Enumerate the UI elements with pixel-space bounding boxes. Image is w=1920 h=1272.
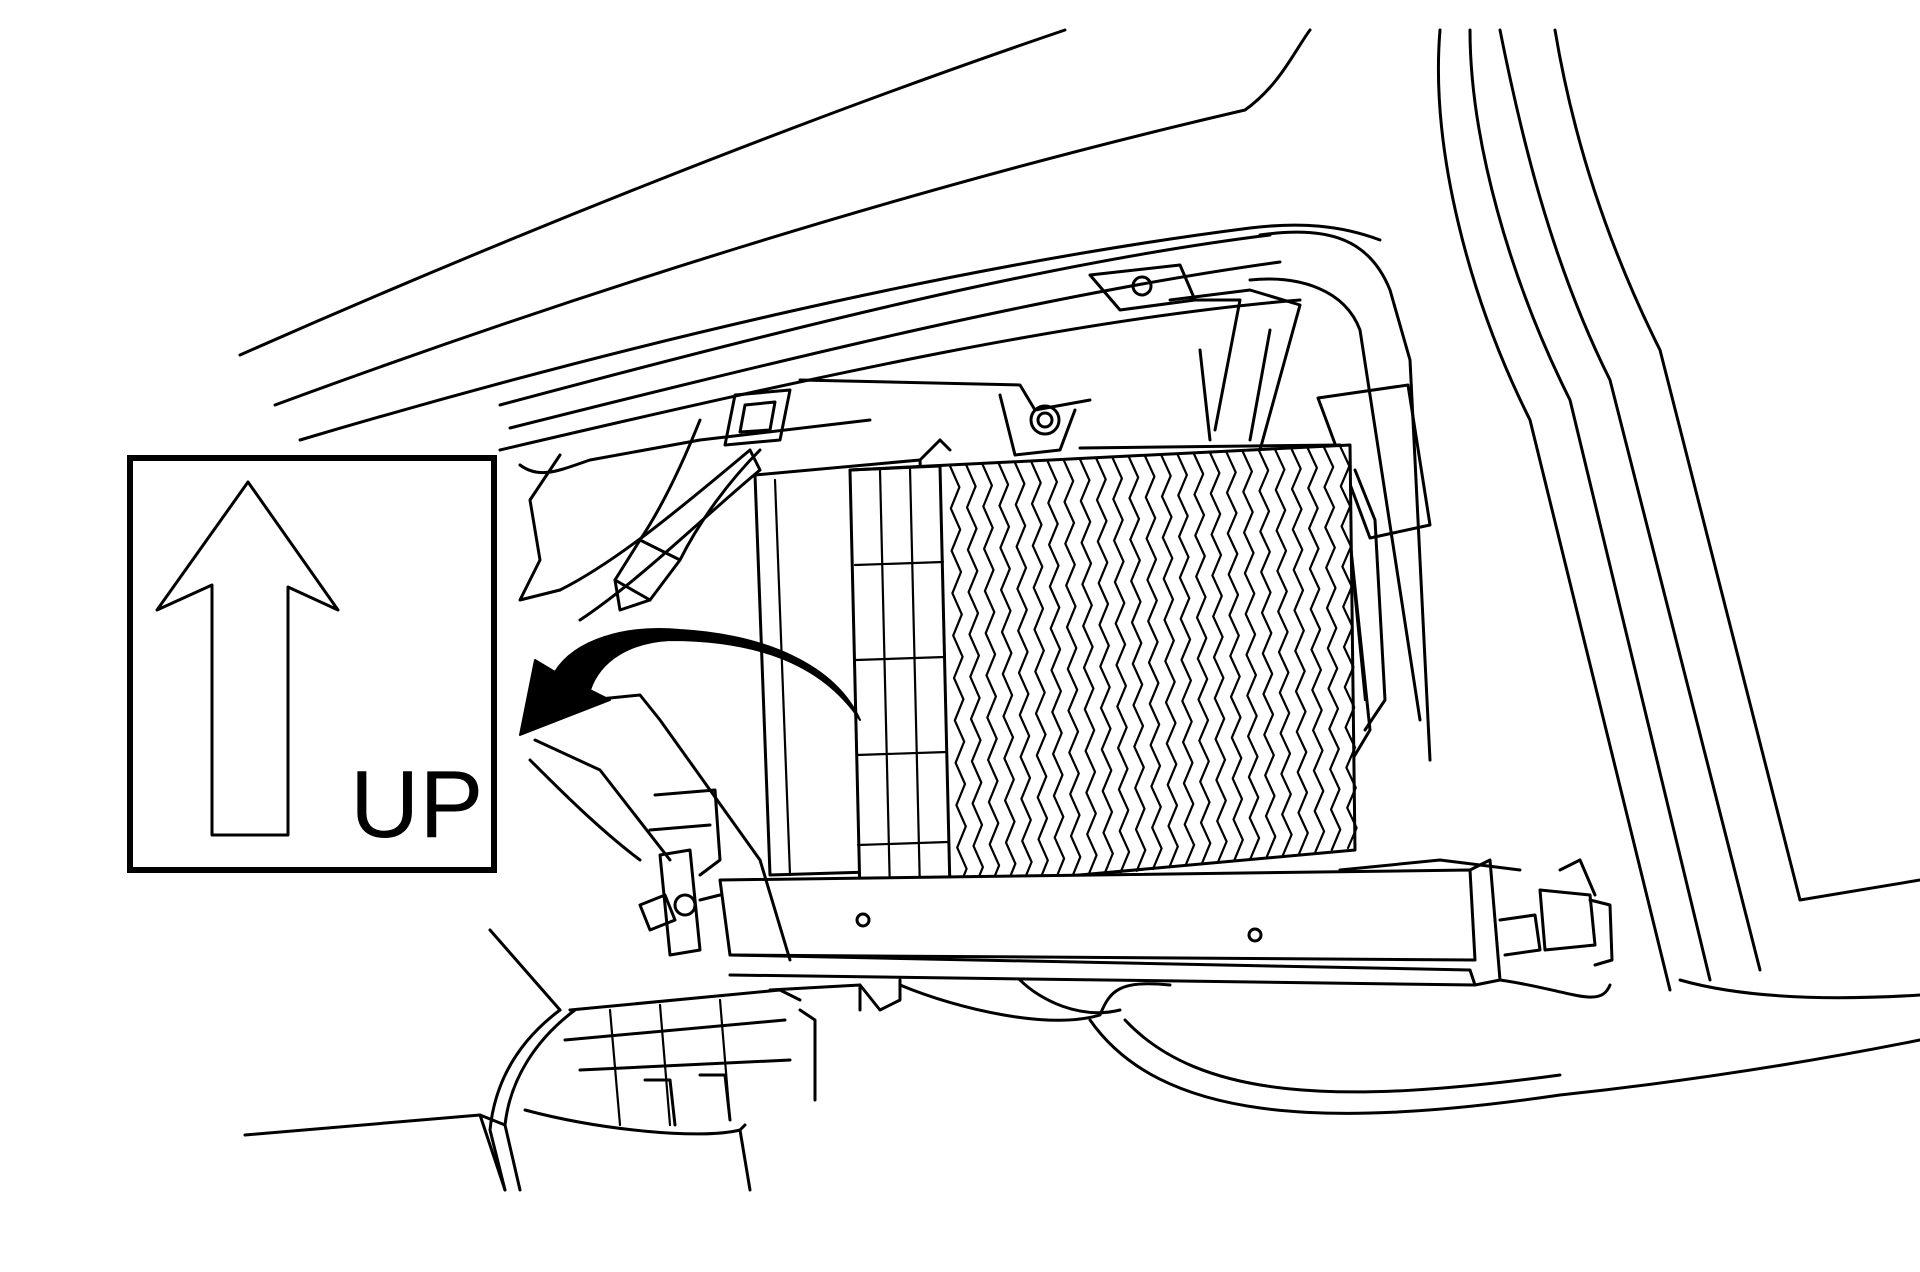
dash-panel — [238, 28, 1920, 1000]
filter-pleat-line — [1208, 451, 1228, 864]
filter-pleat-line — [1241, 449, 1261, 860]
orientation-label-box: UP — [127, 455, 497, 873]
filter-pleat-line — [1273, 448, 1293, 857]
mounting-rail — [638, 848, 1614, 987]
filter-pleat-line — [981, 463, 1001, 888]
orientation-label: UP — [350, 751, 483, 858]
up-arrow-icon — [155, 480, 340, 837]
filter-pleat-line — [1046, 459, 1066, 881]
filter-pleat-line — [1192, 452, 1212, 865]
filter-pleat-line — [1306, 446, 1326, 853]
filter-pleats — [948, 444, 1358, 892]
cabin-air-filter — [848, 443, 1358, 897]
filter-pleat-line — [1127, 455, 1147, 872]
filter-pleat-line — [1078, 458, 1098, 878]
filter-pleat-line — [1322, 445, 1342, 851]
filter-pleat-line — [1030, 460, 1049, 883]
removal-direction-arrow — [519, 628, 861, 736]
filter-pleat-line — [1013, 461, 1033, 885]
filter-pleat-line — [1111, 456, 1131, 874]
filter-pleat-line — [1143, 454, 1163, 871]
filter-pleat-line — [948, 464, 968, 892]
filter-pleat-line — [1225, 450, 1244, 862]
filter-pleat-line — [1257, 449, 1277, 858]
glove-box-opening — [518, 230, 1432, 762]
lower-dash — [243, 693, 1920, 1192]
filter-pleat-line — [1176, 453, 1196, 867]
filter-pleat-line — [1062, 459, 1082, 879]
filter-pleat-line — [997, 462, 1017, 886]
filter-pleat-line — [1338, 444, 1358, 850]
filter-pleat-line — [965, 464, 984, 890]
filter-pleat-line — [1160, 454, 1179, 869]
filter-pleat-line — [1095, 457, 1114, 876]
filter-pleat-line — [1290, 447, 1309, 855]
